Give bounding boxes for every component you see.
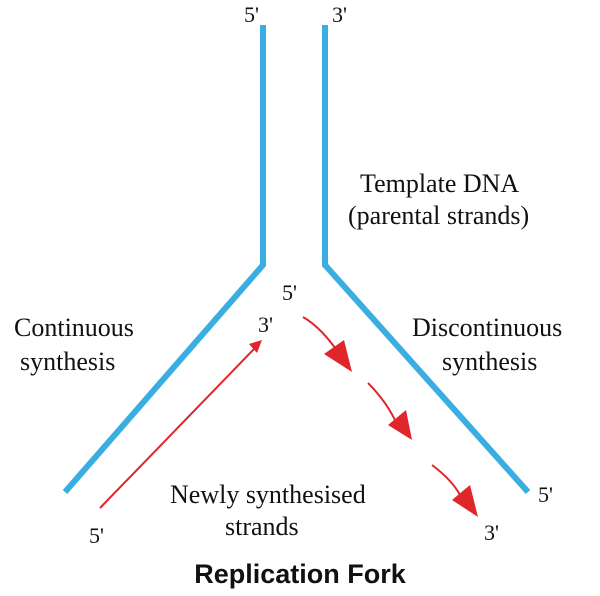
label-bottom-right-5: 5' <box>538 482 553 507</box>
leading-strand-arrowhead <box>249 340 262 353</box>
leading-strand <box>99 347 256 509</box>
label-left-top-end: 5' <box>244 2 259 27</box>
label-template-line2: (parental strands) <box>348 201 529 230</box>
label-continuous-line1: Continuous <box>14 313 134 342</box>
template-strand-right <box>322 25 531 494</box>
lagging-fragment-1 <box>302 316 352 372</box>
lagging-fragment-3 <box>431 464 478 517</box>
template-strand-left <box>62 25 266 494</box>
lagging-fragment-2 <box>367 382 412 440</box>
label-bottom-left-end: 5' <box>89 523 104 548</box>
label-right-top-end: 3' <box>332 2 347 27</box>
label-new-strands-line2: strands <box>225 512 299 541</box>
label-fork-inner-5: 5' <box>282 280 297 305</box>
label-fork-inner-3: 3' <box>258 312 273 337</box>
diagram-title: Replication Fork <box>194 559 407 589</box>
label-new-strands-line1: Newly synthesised <box>170 480 366 509</box>
label-discontinuous-line1: Discontinuous <box>412 313 562 342</box>
label-template-line1: Template DNA <box>360 169 519 198</box>
label-bottom-right-3: 3' <box>484 520 499 545</box>
label-continuous-line2: synthesis <box>20 347 115 376</box>
label-discontinuous-line2: synthesis <box>442 347 537 376</box>
